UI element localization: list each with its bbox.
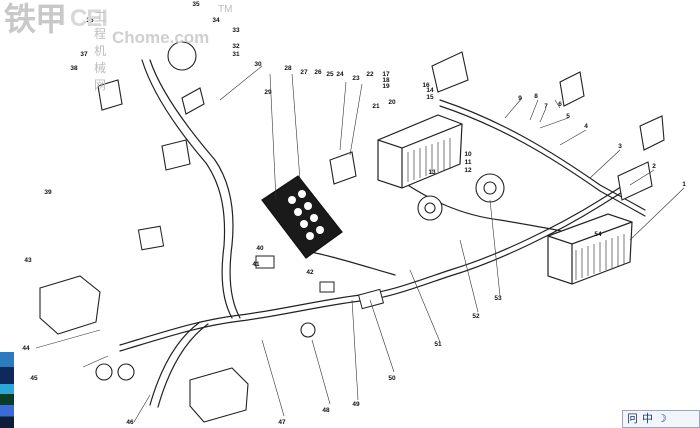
lamp-right-icon [559,71,585,107]
part-number-label: 51 [434,341,442,348]
watermark-brand-cn: 铁甲 [4,0,67,38]
part-number-label: 46 [126,419,134,426]
sensor-box-icon [137,225,165,251]
harness-right-rail-inner [439,105,646,217]
part-number-label: 16 [422,82,430,89]
harness-right-rail [439,99,646,211]
part-number-label: 50 [388,375,396,382]
ime-mode-icon[interactable]: 冋 [627,412,638,425]
taskbar-edge-strip [0,352,14,428]
watermark-domain: Chome.com [112,28,210,47]
part-number-label: 49 [352,401,360,408]
part-number-label: 31 [232,51,240,58]
part-number-label: 23 [352,75,360,82]
part-number-label: 33 [232,27,240,34]
part-number-label: 40 [256,245,264,252]
part-number-label: 4 [584,123,588,130]
part-number-label: 38 [70,65,78,72]
part-number-label: 30 [254,61,262,68]
part-number-label: 26 [314,69,322,76]
ime-moon-icon[interactable]: ☽ [657,412,667,425]
horn-left-icon [95,363,113,381]
control-panel-icon [261,175,343,259]
part-number-label: 2 [652,163,656,170]
part-number-label: 52 [472,313,480,320]
part-number-label: 14 [426,87,434,94]
part-number-label: 19 [382,83,390,90]
part-number-label: 28 [284,65,292,72]
horn-right-icon [117,363,135,381]
part-number-label: 53 [494,295,502,302]
part-number-label: 42 [306,269,314,276]
harness-mid-link [299,249,396,276]
connector-plug-icon [357,288,385,310]
mirror-lamp-icon [181,87,205,115]
ime-language-button[interactable]: 中 [642,412,653,425]
part-number-label: 48 [322,407,330,414]
part-number-label: 27 [300,69,308,76]
part-number-label: 7 [544,103,548,110]
part-number-label: 45 [30,375,38,382]
lamp-far-right-icon [639,115,665,151]
harness-left-branch [149,59,241,319]
battery-top-icon [377,114,463,189]
part-number-label: 9 [518,95,522,102]
connector-block-left-icon [39,275,101,335]
lamp-upper-mid-icon [329,151,357,185]
watermark-logo: 铁甲 CEI 工程机械网 TM [4,0,232,92]
part-number-label: 22 [366,71,374,78]
harness-lower-branch [149,321,201,406]
part-number-label: 37 [80,51,88,58]
part-number-label: 32 [232,43,240,50]
part-number-label: 54 [594,231,602,238]
harness-left-branch-inner [141,59,233,319]
battery-right-icon [547,213,633,285]
harness-engine-branch [399,179,581,236]
lamp-mid-icon [161,139,191,171]
watermark-sub-cn: 工程机械网 [94,10,107,92]
ime-toolbar[interactable]: 冋 中 ☽ [622,410,700,428]
junction-box-icon [319,281,335,293]
watermark-trademark: TM [218,4,233,15]
part-number-label: 1 [682,181,686,188]
flower-gauge-icon [167,41,197,71]
part-number-label: 10 [464,151,472,158]
part-number-label: 11 [465,159,472,166]
lamp-top-right-icon [431,51,469,93]
part-number-label: 8 [534,93,538,100]
part-number-label: 15 [426,94,434,101]
watermark-brand-en: CEI [70,5,108,32]
part-number-label: 20 [388,99,396,106]
part-number-label: 13 [428,169,436,176]
harness-lower-branch-inner [157,323,209,408]
relay-box-icon [255,255,275,269]
part-number-label: 24 [336,71,344,78]
key-switch-icon [300,322,316,338]
part-number-label: 43 [24,257,32,264]
part-number-label: 44 [22,345,30,352]
lamp-left-icon [97,79,123,111]
part-number-label: 29 [264,89,272,96]
part-number-label: 5 [566,113,570,120]
part-number-label: 39 [44,189,52,196]
part-number-label: 35 [192,1,200,8]
part-number-label: 41 [252,261,260,268]
part-number-label: 25 [326,71,334,78]
part-number-label: 18 [382,77,390,84]
part-number-label: 36 [86,17,94,24]
connector-block-bottom-icon [189,367,249,423]
part-number-label: 34 [212,17,220,24]
part-number-label: 12 [464,167,472,174]
lamp-right-lower-icon [617,161,653,201]
part-number-label: 21 [372,103,380,110]
part-number-label: 6 [558,101,562,108]
part-number-label: 3 [618,143,622,150]
part-number-label: 17 [382,71,390,78]
part-number-label: 47 [278,419,286,426]
